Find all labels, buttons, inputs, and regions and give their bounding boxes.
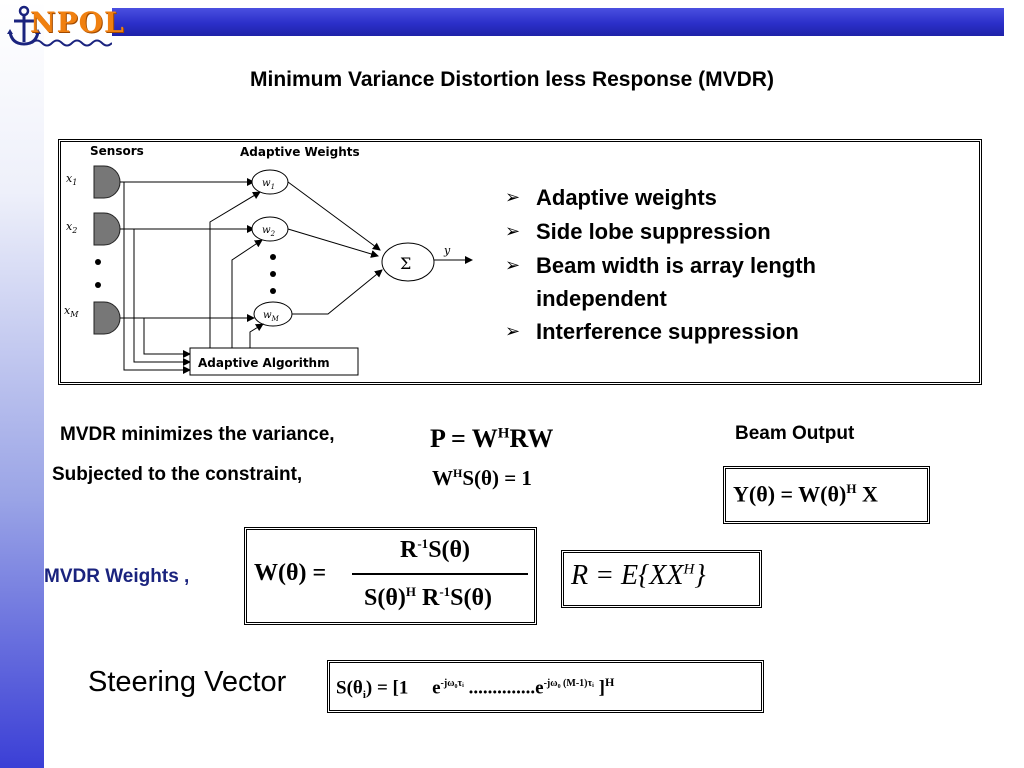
ellipsis-dot [95,259,101,265]
ellipsis-dot [270,271,276,277]
list-item-continuation: independent [536,286,667,311]
feature-list: ➢Adaptive weights ➢Side lobe suppression… [505,181,816,349]
sensor-label-xm: xM [64,304,79,319]
list-item: ➢Interference suppression [505,315,816,349]
mvdr-weights-numerator: R-1S(θ) [400,536,471,563]
covariance-equation: R = E{XXH} [571,560,706,591]
ellipsis-dot [95,282,101,288]
mvdr-weights-denominator: S(θ)H R-1S(θ) [364,584,493,611]
mvdr-beamformer-diagram: Sensors Adaptive Weights x1 x2 xM w1 w2 … [64,144,473,376]
sensor-1 [93,165,121,199]
beam-output-label: Beam Output [735,423,855,444]
wave-icon [32,39,112,47]
constraint-label: Subjected to the constraint, [52,464,303,485]
list-item: ➢Side lobe suppression [505,215,816,249]
ellipsis-dot [270,254,276,260]
svg-text:w1: w1 [262,178,275,191]
steering-vector-box [327,660,764,713]
sidebar-gradient [0,0,44,768]
variance-label: MVDR minimizes the variance, [60,424,335,445]
list-item: ➢Adaptive weights [505,181,816,215]
steering-vector-equation: S(θi) = [1 e-jω₀τᵢ ..............e-jω₀ (… [336,675,615,702]
ellipsis-dot [270,288,276,294]
svg-text:wM: wM [263,310,280,323]
npol-logo: NPOL [4,4,124,48]
sensor-label-x1: x1 [66,172,77,187]
arrow-bullet-icon: ➢ [505,221,521,242]
mvdr-weights-lhs: W(θ) = [254,560,327,586]
beam-output-box [723,466,930,524]
adaptive-algorithm-label: Adaptive Algorithm [198,356,330,370]
mvdr-weights-label: MVDR Weights , [44,566,190,587]
weights-label: Adaptive Weights [240,145,360,159]
page-title: Minimum Variance Distortion less Respons… [250,68,774,91]
svg-text:w2: w2 [262,225,276,238]
anchor-icon [7,5,41,46]
arrow-bullet-icon: ➢ [505,255,521,276]
arrow-bullet-icon: ➢ [505,321,521,342]
svg-text:Σ: Σ [400,254,411,273]
list-item: ➢Beam width is array length [505,249,816,283]
sensor-label-x2: x2 [66,220,77,235]
constraint-equation: WHS(θ) = 1 [432,466,532,490]
sensor-m [93,301,121,335]
steering-vector-label: Steering Vector [88,666,287,698]
output-label: y [443,244,451,257]
header-bar [112,8,1004,36]
fraction-bar [352,573,528,575]
covariance-box [561,550,762,608]
summation-node [381,242,435,282]
arrow-bullet-icon: ➢ [505,187,521,208]
mvdr-weights-box [244,527,537,625]
variance-equation: P = WHRW [430,424,554,453]
sensors-label: Sensors [90,144,144,158]
sensor-2 [93,212,121,246]
logo-text: NPOL [30,6,125,39]
adaptive-algorithm-box [189,347,359,376]
diagram-frame [58,139,982,385]
beam-output-equation: Y(θ) = W(θ)H X [733,481,878,507]
